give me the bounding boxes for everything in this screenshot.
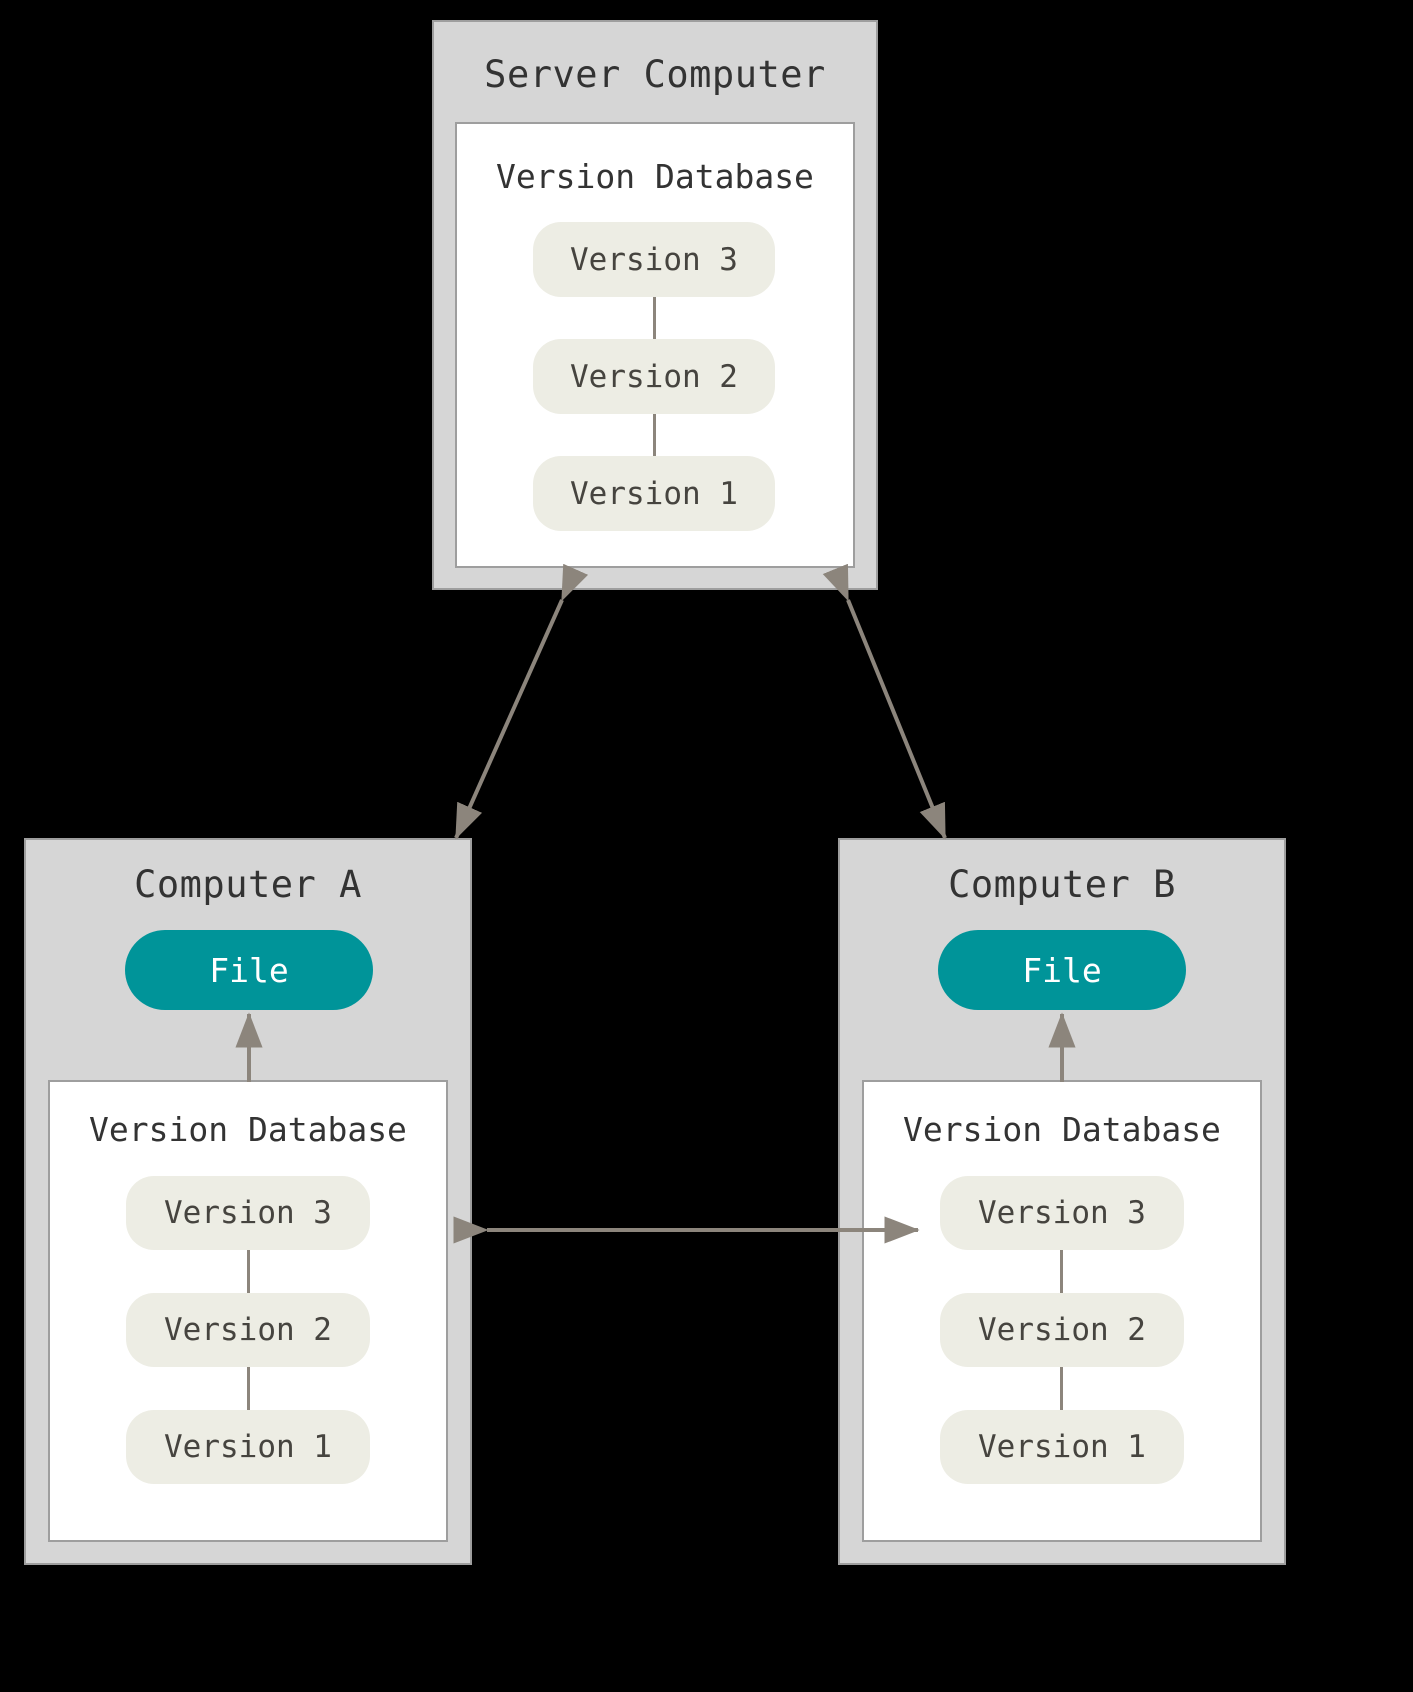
- computer-b-version-pill-3[interactable]: Version 3: [940, 1176, 1184, 1250]
- server-version-pill-1[interactable]: Version 1: [533, 456, 775, 531]
- computer-a-version-pill-1[interactable]: Version 1: [126, 1410, 370, 1484]
- computer-b-title: Computer B: [948, 863, 1176, 906]
- computer-a-file-pill[interactable]: File: [125, 930, 373, 1010]
- server-computer-title: Server Computer: [484, 53, 826, 96]
- computer-a-version-pill-2[interactable]: Version 2: [126, 1293, 370, 1367]
- computer-a-version-connector-2-1: [247, 1365, 250, 1412]
- server-version-database-title: Version Database: [496, 157, 814, 196]
- computer-a-version-database-title: Version Database: [89, 1110, 407, 1149]
- computer-a-title: Computer A: [134, 863, 362, 906]
- server-version-pill-3[interactable]: Version 3: [533, 222, 775, 297]
- arrow-server-to-computer-a: [454, 563, 589, 840]
- computer-b-version-pill-2[interactable]: Version 2: [940, 1293, 1184, 1367]
- computer-b-version-pill-1[interactable]: Version 1: [940, 1410, 1184, 1484]
- computer-a-version-connector-3-2: [247, 1248, 250, 1295]
- server-version-connector-2-1: [653, 412, 656, 458]
- computer-b-file-pill[interactable]: File: [938, 930, 1186, 1010]
- arrow-server-to-computer-b: [822, 563, 947, 840]
- computer-b-version-database-title: Version Database: [903, 1110, 1221, 1149]
- server-version-connector-3-2: [653, 294, 656, 340]
- server-version-pill-2[interactable]: Version 2: [533, 339, 775, 414]
- computer-a-version-pill-3[interactable]: Version 3: [126, 1176, 370, 1250]
- computer-b-version-connector-3-2: [1060, 1248, 1063, 1295]
- computer-b-version-connector-2-1: [1060, 1365, 1063, 1412]
